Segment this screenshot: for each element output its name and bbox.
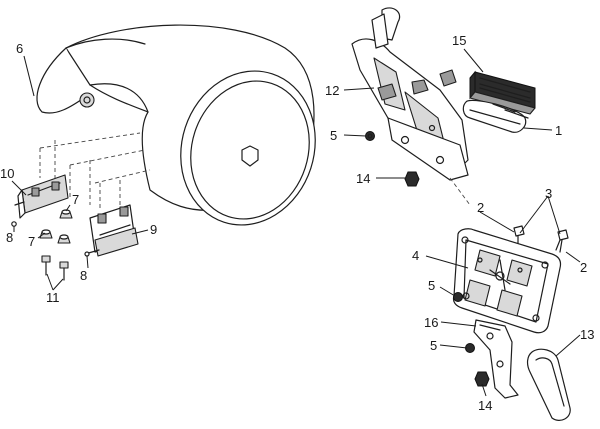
callout-7-lower: 7 (28, 234, 35, 249)
callout-12: 12 (325, 83, 339, 98)
callout-5-middle: 5 (428, 278, 435, 293)
nut-7-lower (39, 229, 53, 239)
callout-4: 4 (412, 248, 419, 263)
callout-5-lower: 5 (430, 338, 437, 353)
callout-7-upper: 7 (72, 192, 79, 207)
rear-fender (36, 24, 316, 226)
nut-14-lower (474, 371, 490, 387)
screw-8-left (11, 221, 17, 227)
callout-5-upper: 5 (330, 128, 337, 143)
nut-7-upper (59, 209, 73, 219)
license-light-15 (469, 70, 536, 115)
callout-2-right: 2 (580, 260, 587, 275)
callout-14-upper: 14 (356, 171, 370, 186)
assembly-dash-lines-left (39, 132, 151, 212)
callout-8-left: 8 (6, 230, 13, 245)
gasket-1 (462, 99, 529, 133)
bolt-11-left (41, 255, 51, 276)
callout-14-lower: 14 (478, 398, 492, 413)
bracket-16 (473, 319, 519, 399)
callout-3: 3 (545, 186, 552, 201)
callout-6: 6 (16, 41, 23, 56)
callout-11: 11 (46, 290, 60, 305)
bolt-11-right (59, 261, 69, 281)
callout-13: 13 (580, 327, 594, 342)
bracket-10 (14, 174, 69, 219)
leader-lines (11, 48, 581, 397)
nut-5-upper (365, 131, 375, 141)
nut-middle (57, 234, 71, 244)
bracket-9 (84, 204, 139, 257)
license-plate-holder-4 (452, 228, 562, 334)
callout-labels: 6 10 7 7 8 8 11 9 12 5 14 15 1 2 3 2 4 5… (0, 33, 594, 413)
callout-10: 10 (0, 166, 14, 181)
screw-2-right (555, 229, 569, 253)
callout-8-right: 8 (80, 268, 87, 283)
nut-14-upper (404, 171, 420, 187)
reflector-13 (526, 348, 571, 421)
callout-9: 9 (150, 222, 157, 237)
callout-1: 1 (555, 123, 562, 138)
nut-5-middle (453, 292, 463, 302)
callout-16: 16 (424, 315, 438, 330)
license-bracket-12 (351, 7, 471, 206)
callout-15: 15 (452, 33, 466, 48)
callout-2-left: 2 (477, 200, 484, 215)
